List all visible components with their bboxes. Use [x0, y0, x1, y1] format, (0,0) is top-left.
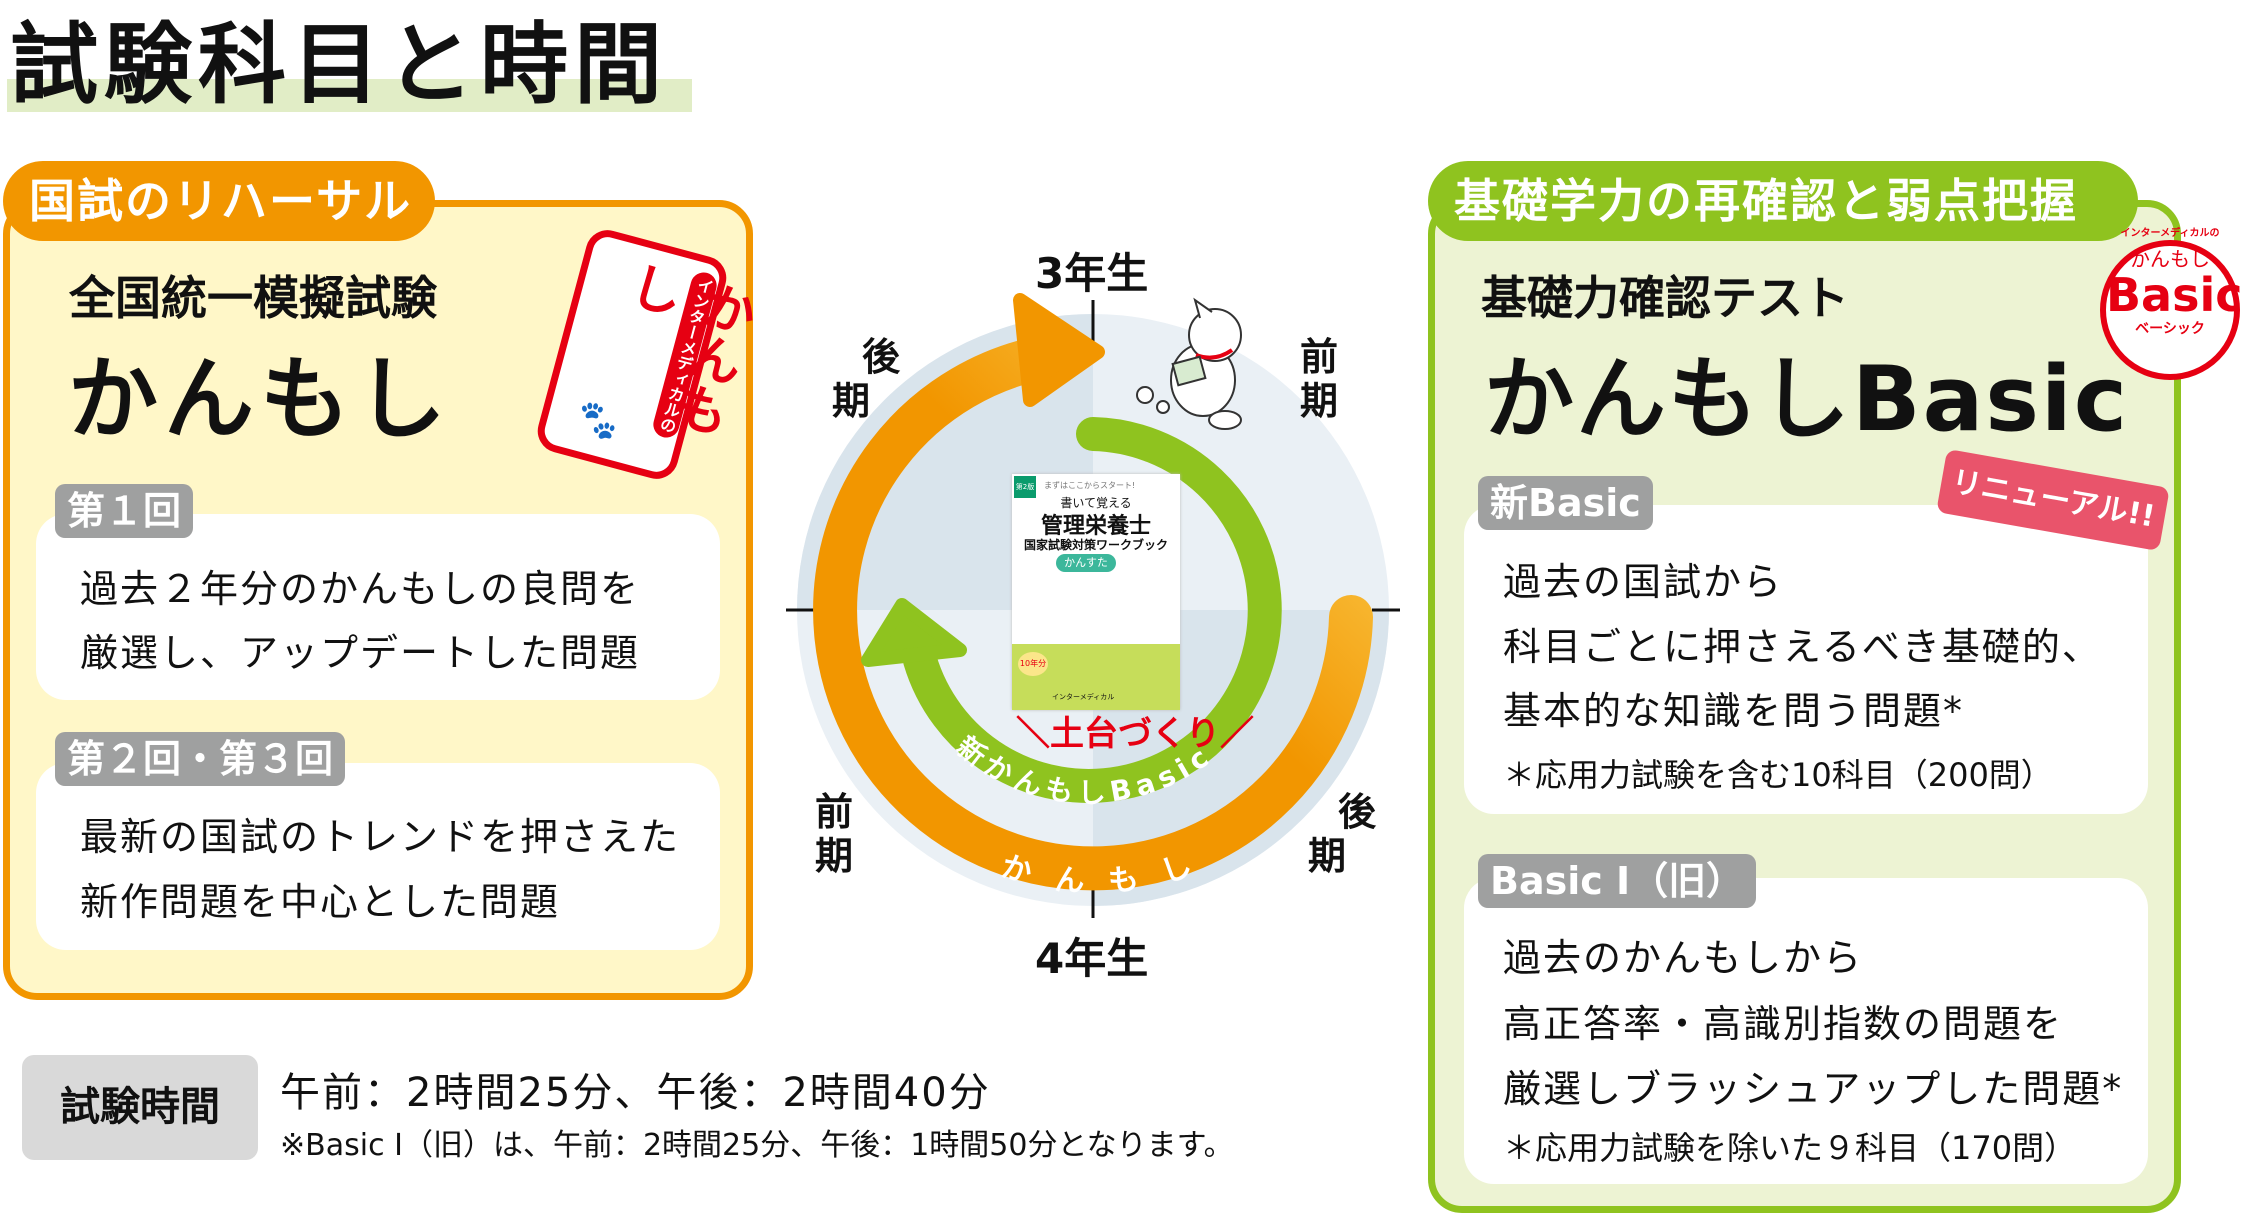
exam-time-note: ※Basic I（旧）は、午前：2時間25分、午後：1時間50分となります。	[280, 1128, 1234, 1163]
section-line: 高正答率・高識別指数の問題を	[1503, 1002, 2064, 1046]
kanmoshi-arc	[813, 334, 1373, 891]
section-note: ＊応用力試験を含む10科目（200問）	[1503, 756, 2053, 794]
section-box	[1464, 505, 2148, 814]
book-badge: かんすた	[1056, 554, 1116, 572]
stamp-bottom-text: ベーシック	[2135, 321, 2205, 337]
book-ribbon: 10年分	[1018, 652, 1048, 676]
section-label: Basic I（旧）	[1478, 854, 1757, 908]
kanmoshi-tab: 国試のリハーサル	[3, 161, 435, 241]
section-box	[1464, 878, 2148, 1184]
book-edition: 第2版	[1014, 476, 1036, 498]
section-label: 新Basic	[1478, 476, 1653, 530]
book-band: 10年分 インターメディカル	[1012, 644, 1180, 710]
section-label: 第２回・第３回	[55, 732, 346, 786]
kanmoshi-basic-tab: 基礎学力の再確認と弱点把握	[1428, 161, 2138, 241]
section-line: 新作問題を中心とした問題	[80, 880, 561, 924]
section-label: 第１回	[55, 484, 194, 538]
section-line: 基本的な知識を問う問題*	[1503, 689, 1965, 733]
section-line: 過去２年分のかんもしの良問を	[80, 567, 641, 611]
section-line: 最新の国試のトレンドを押さえた	[80, 815, 681, 859]
exam-time-main: 午前：2時間25分、午後：2時間40分	[280, 1070, 991, 1116]
kanmoshi-basic-subtitle: 基礎力確認テスト	[1481, 271, 1849, 325]
book-pre: 書いて覚える	[1060, 496, 1132, 510]
stamp-arc-text: インターメディカルの	[2120, 228, 2220, 239]
book-title: 管理栄養士	[1040, 514, 1151, 539]
arrowhead-icon	[1013, 293, 1105, 407]
section-line: 科目ごとに押さえるべき基礎的、	[1503, 625, 2102, 669]
stamp-main-text: Basic	[2106, 268, 2243, 322]
arrowhead-icon	[861, 598, 967, 667]
book-subtitle: 国家試験対策ワークブック	[1023, 538, 1168, 552]
foundation-label: ＼土台づくり／	[1016, 714, 1254, 754]
exam-time-label: 試験時間	[22, 1055, 258, 1160]
book-kicker: まずはここからスタート!	[1044, 481, 1136, 490]
dog-mascot-illustration	[1136, 297, 1242, 430]
stamp-top-text: かんもし	[2130, 247, 2210, 271]
label-4th-year: 4年生	[1035, 934, 1149, 983]
period-late: 後期	[1308, 790, 1377, 878]
page-title: 試験科目と時間	[10, 13, 669, 116]
section-box	[36, 514, 720, 700]
basic-arc	[903, 417, 1282, 803]
period-late: 後期	[832, 335, 901, 423]
section-line: 過去の国試から	[1503, 560, 1784, 604]
section-line: 厳選しブラッシュアップした問題*	[1503, 1067, 2124, 1111]
period-early: 前期	[815, 790, 854, 878]
title-underline	[7, 79, 692, 112]
kanmoshi-basic-name: かんもしBasic	[1484, 347, 2130, 452]
book-publisher: インターメディカル	[1052, 693, 1115, 701]
section-line: 厳選し、アップデートした問題	[80, 631, 641, 675]
section-line: 過去のかんもしから	[1503, 936, 1864, 980]
kanmoshi-subtitle: 全国統一模擬試験	[69, 271, 437, 325]
label-3rd-year: 3年生	[1035, 249, 1149, 298]
section-note: ＊応用力試験を除いた９科目（170問）	[1503, 1129, 2077, 1167]
workbook-cover-image: 第2版 まずはここからスタート! 書いて覚える 管理栄養士 国家試験対策ワークブ…	[1012, 474, 1180, 710]
kanmoshi-basic-stamp-logo: インターメディカルの かんもし Basic ベーシック	[2100, 228, 2243, 380]
section-box	[36, 763, 720, 950]
kanmoshi-name: かんもし	[68, 347, 452, 452]
period-early: 前期	[1300, 335, 1339, 423]
